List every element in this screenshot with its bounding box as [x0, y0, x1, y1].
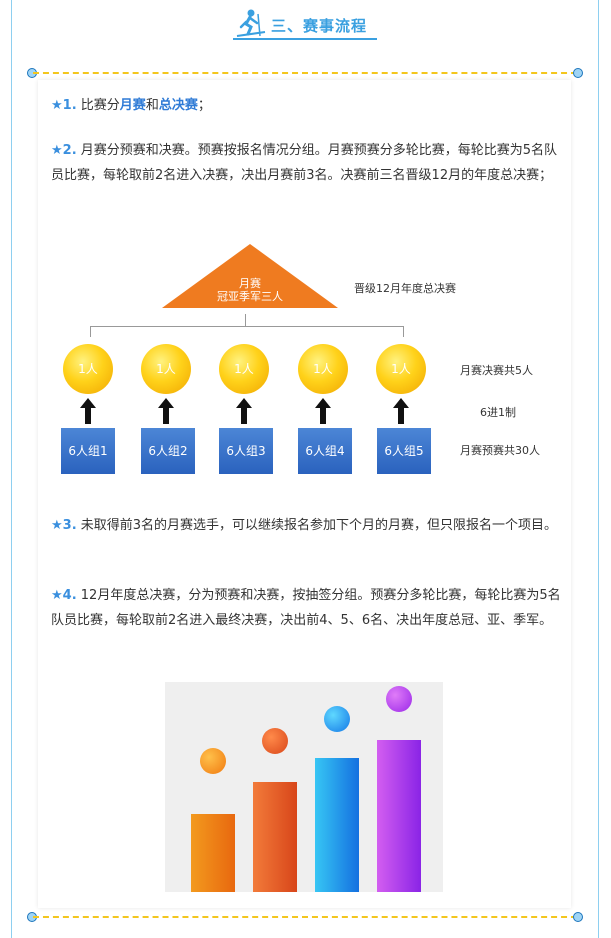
- item-3-text: 未取得前3名的月赛选手，可以继续报名参加下个月的月赛，但只限报名一个项目。: [80, 518, 558, 533]
- coin-2: 1人: [141, 344, 191, 394]
- prelim-count-label: 月赛预赛共30人: [460, 444, 540, 457]
- coin-4: 1人: [298, 344, 348, 394]
- item-1: ★1. 比赛分月赛和总决赛；: [51, 93, 561, 118]
- promotion-label: 晋级12月年度总决赛: [354, 282, 456, 295]
- arrow-up-icon: [80, 398, 96, 424]
- coin-1: 1人: [63, 344, 113, 394]
- title-underline: [233, 38, 377, 40]
- divider-dot-right: [573, 912, 583, 922]
- item-4-text: 12月年度总决赛，分为预赛和决赛，按抽签分组。预赛分多轮比赛，每轮比赛为5名队员…: [51, 588, 561, 628]
- item-4-number: ★4.: [51, 588, 77, 603]
- frame-left-border: [11, 0, 12, 938]
- coin-3: 1人: [219, 344, 269, 394]
- group-box-3: 6人组3: [219, 428, 273, 474]
- bar-illustration: [165, 682, 443, 892]
- item-1-text-post: ；: [197, 98, 211, 113]
- item-2-number: ★2.: [51, 143, 77, 158]
- podium-line-1: 月赛: [239, 277, 261, 290]
- arrow-up-icon: [236, 398, 252, 424]
- item-3-number: ★3.: [51, 518, 77, 533]
- illustration-bar-3: [315, 758, 359, 892]
- arrow-up-icon: [158, 398, 174, 424]
- section-title: 三、赛事流程: [233, 6, 377, 42]
- group-box-1: 6人组1: [61, 428, 115, 474]
- illustration-bar-2: [253, 782, 297, 892]
- skier-icon: [236, 9, 266, 37]
- arrow-up-icon: [393, 398, 409, 424]
- bracket-tick: [245, 314, 246, 326]
- section-title-text: 三、赛事流程: [271, 17, 368, 35]
- item-1-number: ★1.: [51, 98, 77, 113]
- item-2: ★2. 月赛分预赛和决赛。预赛按报名情况分组。月赛预赛分多轮比赛，每轮比赛为5名…: [51, 138, 561, 188]
- divider-dot-right: [573, 68, 583, 78]
- group-box-5: 6人组5: [377, 428, 431, 474]
- coin-5: 1人: [376, 344, 426, 394]
- item-1-text-pre: 比赛分: [80, 98, 120, 113]
- illustration-ball-2: [262, 728, 288, 754]
- bracket: [90, 326, 404, 337]
- illustration-ball-1: [200, 748, 226, 774]
- arrow-up-icon: [315, 398, 331, 424]
- item-3: ★3. 未取得前3名的月赛选手，可以继续报名参加下个月的月赛，但只限报名一个项目…: [51, 513, 561, 538]
- illustration-ball-3: [324, 706, 350, 732]
- item-1-highlight-final: 总决赛: [158, 98, 198, 113]
- podium-triangle-text: 月赛 冠亚季军三人: [162, 277, 338, 303]
- group-box-4: 6人组4: [298, 428, 352, 474]
- item-1-highlight-monthly: 月赛: [119, 98, 146, 113]
- podium-line-2: 冠亚季军三人: [217, 290, 283, 303]
- illustration-bar-1: [191, 814, 235, 892]
- bottom-dashed-divider: [27, 912, 583, 922]
- illustration-ball-4: [386, 686, 412, 712]
- illustration-bar-4: [377, 740, 421, 892]
- top-dashed-divider: [27, 68, 583, 78]
- ratio-label: 6进1制: [480, 406, 516, 419]
- item-4: ★4. 12月年度总决赛，分为预赛和决赛，按抽签分组。预赛分多轮比赛，每轮比赛为…: [51, 583, 561, 633]
- frame-right-border: [598, 0, 599, 938]
- final-count-label: 月赛决赛共5人: [460, 364, 533, 377]
- group-box-2: 6人组2: [141, 428, 195, 474]
- item-2-text: 月赛分预赛和决赛。预赛按报名情况分组。月赛预赛分多轮比赛，每轮比赛为5名队员比赛…: [51, 143, 558, 183]
- item-1-text-mid: 和: [145, 98, 159, 113]
